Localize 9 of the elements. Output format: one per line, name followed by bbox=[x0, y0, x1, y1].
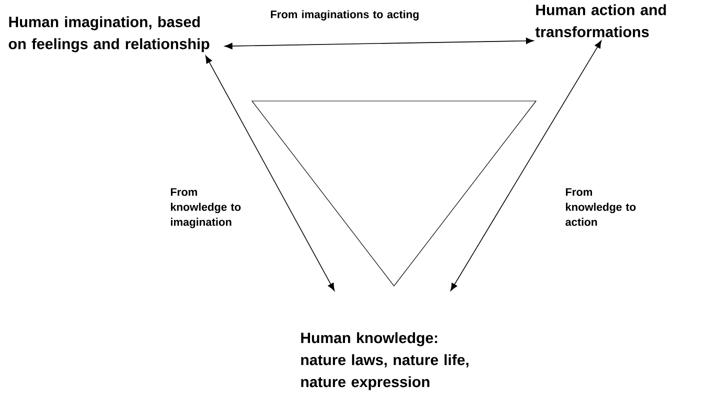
edge-label: From imaginations to acting bbox=[270, 10, 419, 20]
edge-label: From knowledge to action bbox=[566, 188, 636, 226]
arrow bbox=[205, 55, 335, 291]
heading-text: Human action and transformations bbox=[535, 4, 666, 38]
arrow bbox=[224, 38, 534, 50]
heading-text: Human knowledge: nature laws, nature life, nature expression bbox=[301, 332, 468, 390]
arrow bbox=[450, 40, 602, 292]
heading-text: Human imagination, based on feelings and relationship bbox=[8, 16, 210, 52]
edge-label: From knowledge to imagination bbox=[170, 188, 241, 228]
